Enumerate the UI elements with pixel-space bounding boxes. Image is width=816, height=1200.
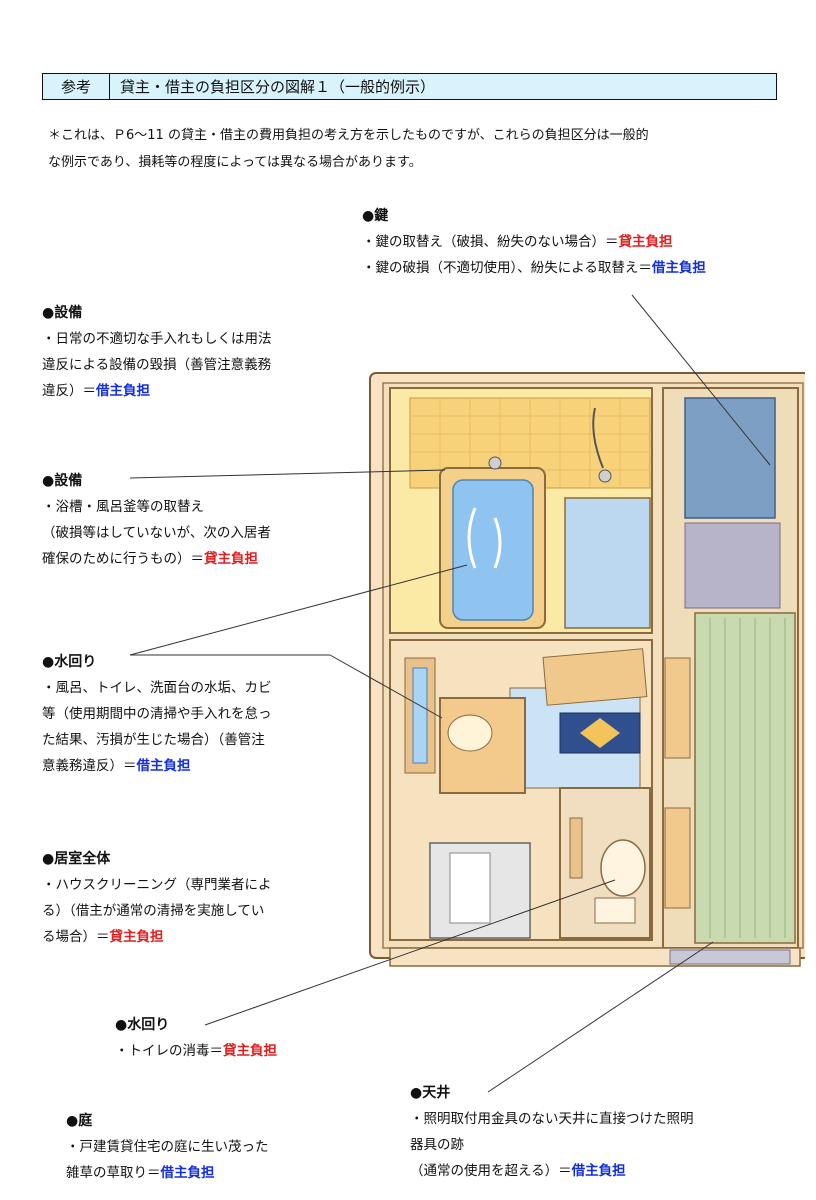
tenant-burden-label: 借主負担 [571,1163,626,1179]
garden-heading: ●庭 [66,1113,93,1129]
intro-note: ＊これは、Ｐ6～11 の貸主・借主の費用負担の考え方を示したものですが、これらの… [48,122,768,176]
water-heading-1: ●水回り [42,654,97,670]
equipment-heading-1: ●設備 [42,305,83,321]
landlord-burden-label: 貸主負担 [204,551,258,567]
section-header: 参考 貸主・借主の負担区分の図解１（一般的例示） [42,73,777,100]
key-line-1: ・鍵の取替え（破損、紛失のない場合）＝貸主負担 [362,234,673,250]
ceiling-line-1: ・照明取付用金具のない天井に直接つけた照明 [410,1111,694,1127]
equipment-block-2: ●設備 ・浴槽・風呂釜等の取替え （破損等はしていないが、次の入居者 確保のため… [42,468,271,572]
landlord-burden-label: 貸主負担 [223,1043,277,1059]
garden-line-2: 雑草の草取り＝借主負担 [66,1165,215,1181]
room-line-1: ・ハウスクリーニング（専門業者によ [42,877,272,893]
note-line-1: ＊これは、Ｐ6～11 の貸主・借主の費用負担の考え方を示したものですが、これらの… [48,128,649,143]
equipment1-line-1: ・日常の不適切な手入れもしくは用法 [42,331,272,347]
equipment1-line-3: 違反）＝借主負担 [42,383,150,399]
equipment2-line-2: （破損等はしていないが、次の入居者 [42,525,271,541]
ceiling-heading: ●天井 [410,1085,451,1101]
ceiling-block: ●天井 ・照明取付用金具のない天井に直接つけた照明 器具の跡 （通常の使用を超え… [410,1080,694,1184]
toilet [600,839,646,897]
key-line-2: ・鍵の破損（不適切使用）、紛失による取替え＝借主負担 [362,260,706,276]
landlord-burden-label: 貸主負担 [618,234,673,250]
shoe-cabinet [684,397,776,519]
equipment1-line-2: 違反による設備の毀損（善管注意義務 [42,357,272,373]
note-line-2: な例示であり、損耗等の程度によっては異なる場合があります。 [48,155,422,170]
water1-line-3: た結果、汚損が生じた場合）（善管注 [42,732,265,748]
water1-line-2: 等（使用期間中の清掃や手入れを怠っ [42,706,272,722]
water-block-2: ●水回り ・トイレの消毒＝貸主負担 [115,1012,277,1064]
ceiling-line-3: （通常の使用を超える）＝借主負担 [410,1163,626,1179]
water2-line-1: ・トイレの消毒＝貸主負担 [115,1043,277,1059]
water-heading-2: ●水回り [115,1017,170,1033]
equipment-block-1: ●設備 ・日常の不適切な手入れもしくは用法 違反による設備の毀損（善管注意義務 … [42,300,272,404]
room-line-2: る）（借主が通常の清掃を実施してい [42,903,265,919]
water1-line-1: ・風呂、トイレ、洗面台の水垢、カビ [42,680,272,696]
header-title: 貸主・借主の負担区分の図解１（一般的例示） [120,78,436,96]
floor-plan-illustration [369,372,805,967]
garden-block: ●庭 ・戸建賃貸住宅の庭に生い茂った 雑草の草取り＝借主負担 [66,1108,269,1186]
water-block-1: ●水回り ・風呂、トイレ、洗面台の水垢、カビ 等（使用期間中の清掃や手入れを怠っ… [42,649,272,779]
room-line-3: る場合）＝貸主負担 [42,929,164,945]
water1-line-4: 意義務違反）＝借主負担 [42,758,191,774]
header-tag: 参考 [43,74,110,99]
tenant-burden-label: 借主負担 [136,758,191,774]
tenant-burden-label: 借主負担 [651,260,706,276]
key-block: ●鍵 ・鍵の取替え（破損、紛失のない場合）＝貸主負担 ・鍵の破損（不適切使用）、… [362,203,706,281]
equipment-heading-2: ●設備 [42,473,83,489]
tenant-burden-label: 借主負担 [96,383,150,399]
key-heading: ●鍵 [362,208,389,224]
garden-line-1: ・戸建賃貸住宅の庭に生い茂った [66,1139,269,1155]
tenant-burden-label: 借主負担 [160,1165,215,1181]
room-block: ●居室全体 ・ハウスクリーニング（専門業者によ る）（借主が通常の清掃を実施して… [42,846,272,950]
room-heading: ●居室全体 [42,851,111,867]
landlord-burden-label: 貸主負担 [109,929,164,945]
equipment2-line-1: ・浴槽・風呂釜等の取替え [42,499,204,515]
equipment2-line-3: 確保のために行うもの）＝貸主負担 [42,551,258,567]
ceiling-line-2: 器具の跡 [410,1137,464,1153]
